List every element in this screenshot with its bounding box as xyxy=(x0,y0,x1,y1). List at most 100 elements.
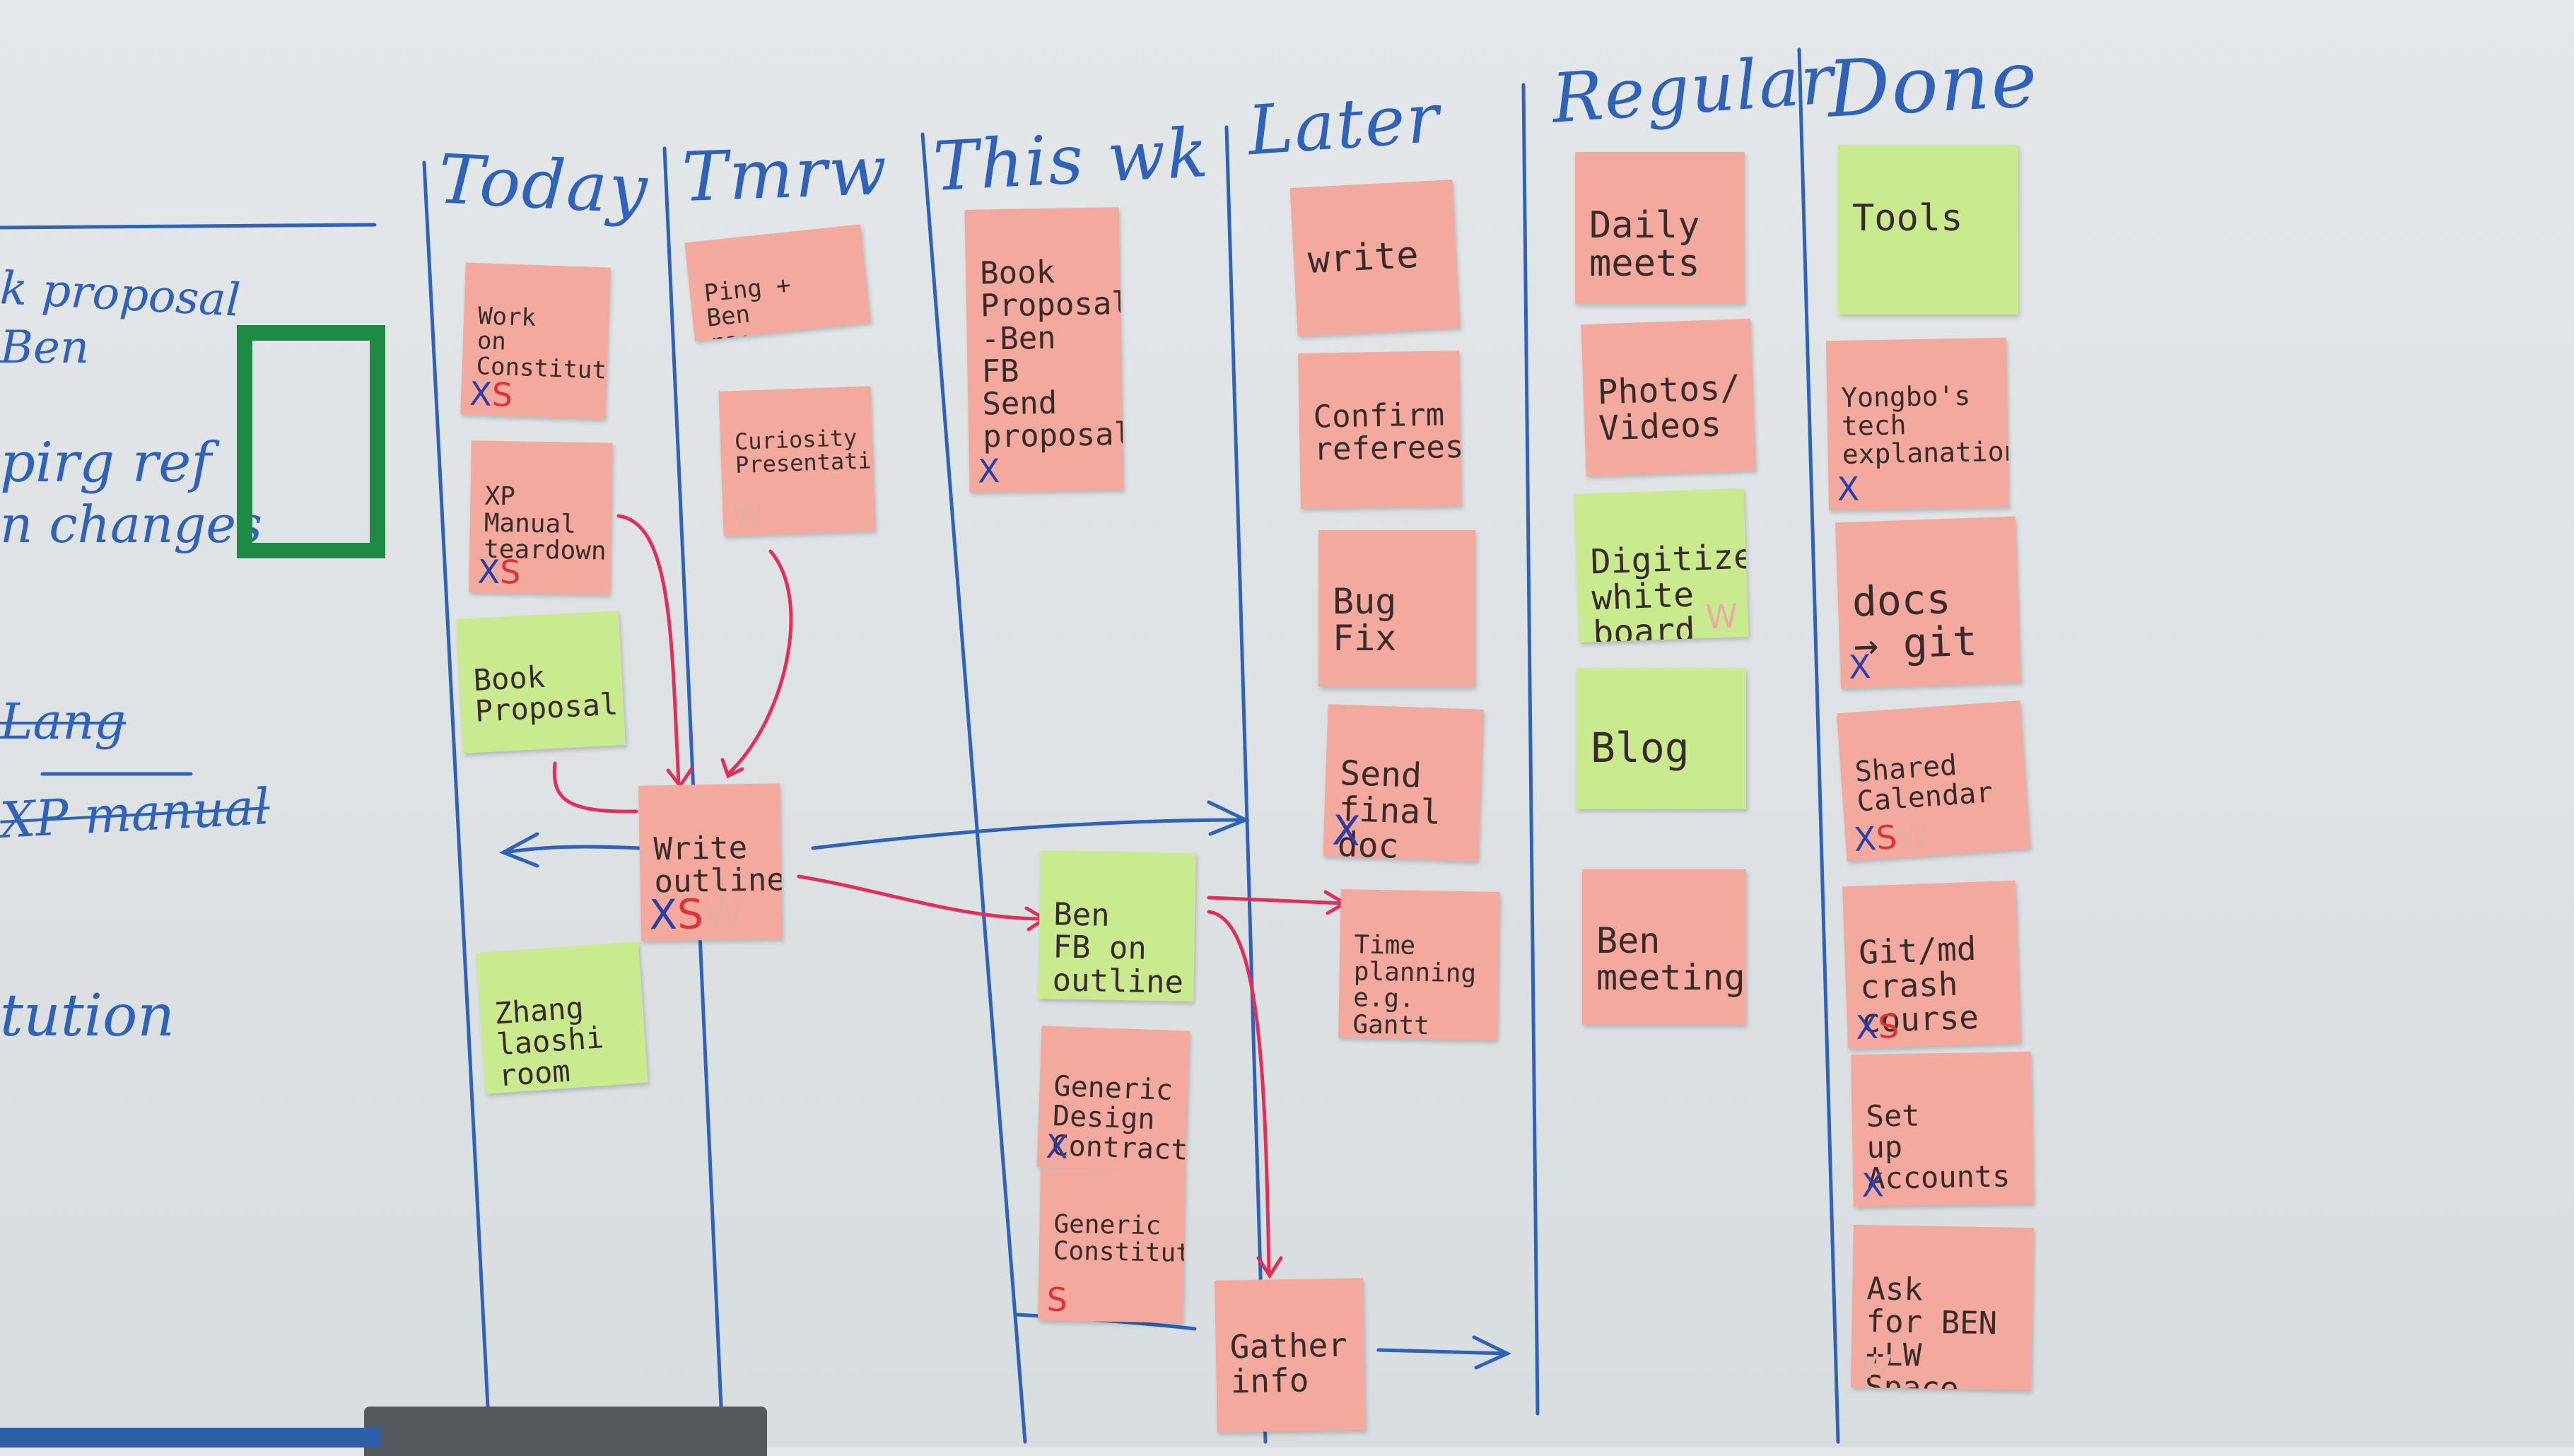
sticky-note[interactable]: Shared Calendar XSW xyxy=(1836,700,2031,862)
note-text: Set up Accounts xyxy=(1866,1098,2011,1197)
column-title-done: Done xyxy=(1825,33,2041,135)
sticky-note[interactable]: Yongbo's tech explanation X xyxy=(1825,337,2010,511)
note-marks: XS xyxy=(1855,1006,1900,1047)
board-tray xyxy=(0,1428,382,1448)
red-arrow xyxy=(552,761,638,814)
note-text: Bug Fix xyxy=(1333,580,1397,659)
note-marks: X xyxy=(1045,1127,1070,1166)
note-marks: X xyxy=(977,451,1000,491)
column-title-tmrw: Tmrw xyxy=(681,130,889,218)
sticky-note[interactable]: Confirm referees xyxy=(1298,351,1462,509)
note-text: Work on Constitution xyxy=(476,301,611,387)
note-text: Photos/ Videos xyxy=(1596,368,1741,449)
margin-note: tution xyxy=(0,982,175,1050)
note-text: Daily meets xyxy=(1589,204,1700,286)
sticky-note[interactable]: docs → git X xyxy=(1835,516,2022,689)
sticky-note[interactable]: Blog xyxy=(1576,668,1746,809)
sticky-note[interactable]: Git/md crash course XS xyxy=(1842,880,2021,1050)
note-text: Generic Constitution xyxy=(1053,1209,1186,1269)
note-marks: X xyxy=(1331,806,1362,856)
note-marks: X xyxy=(1848,647,1872,686)
sticky-note[interactable]: Bug Fix xyxy=(1318,530,1475,687)
note-text: Shared Calendar xyxy=(1854,748,1994,818)
red-arrow xyxy=(1207,896,1345,905)
margin-note: pirg ref xyxy=(0,431,212,495)
note-marks: W xyxy=(1859,1346,1893,1386)
column-divider-line xyxy=(422,160,490,1409)
sticky-note[interactable]: Ben meetings xyxy=(1582,869,1746,1025)
sticky-note[interactable]: Ask for BEN +LW Space W xyxy=(1851,1224,2034,1391)
note-marks: XSW xyxy=(1852,815,1931,859)
sticky-note[interactable]: Digitize white board W xyxy=(1574,488,1749,643)
sticky-note[interactable]: Write outline XSW xyxy=(638,783,783,941)
sticky-note[interactable]: Curiosity Presentation W xyxy=(718,386,876,536)
blue-arrow xyxy=(507,845,642,854)
note-marks: XS xyxy=(469,374,513,414)
column-divider-line xyxy=(1797,47,1840,1444)
sticky-note[interactable]: write xyxy=(1289,180,1461,336)
column-divider-line xyxy=(1224,125,1268,1444)
sticky-note[interactable]: Zhang laoshi room xyxy=(476,941,648,1094)
whiteboard-eraser xyxy=(364,1407,767,1456)
red-arrow xyxy=(616,514,681,787)
red-arrow-head xyxy=(1256,1256,1283,1279)
note-text: Confirm referees xyxy=(1313,397,1462,469)
blue-arrow-head xyxy=(499,832,539,868)
column-divider-line xyxy=(1521,83,1540,1416)
sticky-note[interactable]: Ping + Ben re: Proposal xyxy=(684,224,871,341)
red-arrow-head xyxy=(720,758,744,779)
column-divider-line xyxy=(920,132,1027,1444)
left-margin-underline xyxy=(0,223,377,230)
sticky-note[interactable]: Book Proposal -Ben FB Send proposal X xyxy=(964,207,1124,493)
note-text: Ben meetings xyxy=(1596,920,1746,998)
note-marks: X xyxy=(1861,1166,1885,1204)
note-text: Zhang laoshi room xyxy=(493,990,605,1093)
note-marks: W xyxy=(1704,596,1738,636)
sticky-note[interactable]: XP Manual teardown XS xyxy=(469,440,613,595)
blue-arrow xyxy=(1376,1348,1508,1356)
sticky-note[interactable]: Time planning e.g. Gantt xyxy=(1338,889,1500,1040)
column-divider-line xyxy=(662,146,723,1409)
sticky-note[interactable]: Gather info xyxy=(1215,1278,1366,1433)
note-text: Ben FB on outline xyxy=(1052,896,1184,1001)
sticky-note[interactable]: Ben FB on outline xyxy=(1038,850,1196,1002)
note-marks: XS xyxy=(477,552,521,592)
note-text: write xyxy=(1306,233,1420,282)
margin-note-struck: Lang xyxy=(0,693,127,751)
sticky-note[interactable]: Daily meets xyxy=(1575,152,1745,304)
blue-arrow-head xyxy=(1472,1335,1511,1370)
note-text: Book Proposal xyxy=(472,659,619,729)
note-marks: S xyxy=(1046,1280,1068,1319)
red-arrow xyxy=(797,874,1045,921)
blue-arrow xyxy=(811,818,1246,850)
column-title-today: Today xyxy=(436,139,651,230)
sticky-note[interactable]: Send final doc X xyxy=(1323,704,1484,862)
sticky-note[interactable]: Photos/ Videos xyxy=(1581,318,1756,477)
note-text: Gather info xyxy=(1229,1325,1348,1401)
note-marks: XSW xyxy=(648,889,744,939)
note-text: Book Proposal -Ben FB Send proposal xyxy=(979,254,1124,455)
note-text: Generic Design Contract xyxy=(1051,1070,1188,1167)
sticky-note[interactable]: Generic Constitution S xyxy=(1038,1168,1186,1323)
note-text: Blog xyxy=(1591,723,1690,772)
note-marks: X xyxy=(1837,469,1860,508)
sticky-note[interactable]: Tools xyxy=(1838,145,2018,315)
green-magnet-frame xyxy=(237,325,385,558)
note-marks: W xyxy=(730,494,764,534)
red-arrow xyxy=(1207,910,1271,1274)
note-text: Time planning e.g. Gantt xyxy=(1352,930,1477,1040)
red-arrow xyxy=(726,549,793,776)
note-text: Curiosity Presentation xyxy=(734,423,876,479)
blue-arrow-head xyxy=(1207,800,1251,836)
sticky-note[interactable]: Book Proposal xyxy=(456,611,626,753)
column-title-this-wk: This wk xyxy=(931,112,1212,207)
margin-note: Ben xyxy=(0,322,90,374)
sticky-note[interactable]: Generic Design Contract X xyxy=(1036,1026,1191,1173)
sticky-note[interactable]: Set up Accounts X xyxy=(1851,1051,2034,1207)
margin-note: n changes xyxy=(0,495,262,554)
column-title-later: Later xyxy=(1245,78,1443,171)
sticky-note[interactable]: Work on Constitution XS xyxy=(460,262,611,420)
note-text: Yongbo's tech explanation xyxy=(1840,380,2010,470)
